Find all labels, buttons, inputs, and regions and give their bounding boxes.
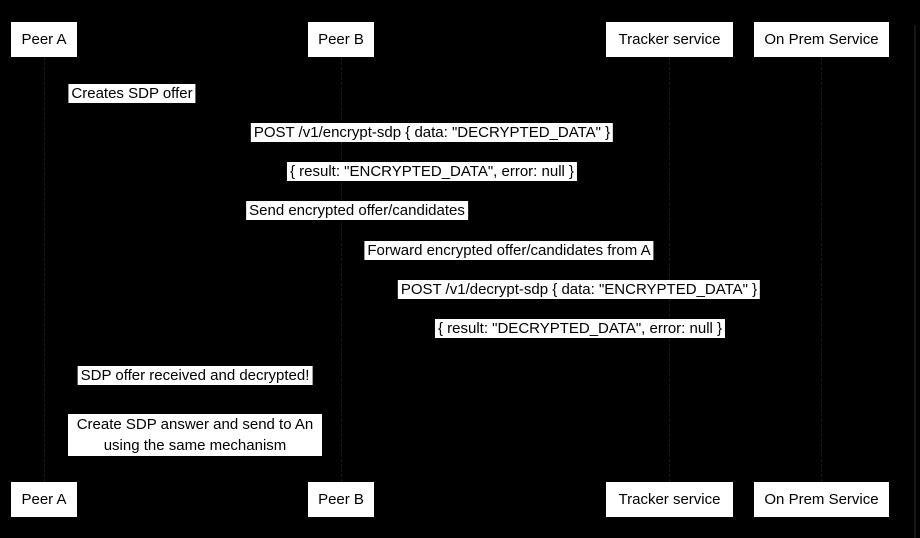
participant-peer-b-top: Peer B (308, 22, 374, 57)
message-send-encrypted-offer: Send encrypted offer/candidates (246, 201, 468, 220)
lifeline-peer-a (44, 57, 45, 482)
participant-on-prem-service-top: On Prem Service (754, 22, 889, 57)
lifeline-tracker-service (669, 57, 670, 482)
message-sdp-offer-received: SDP offer received and decrypted! (77, 366, 313, 385)
message-post-decrypt-sdp: POST /v1/decrypt-sdp { data: "ENCRYPTED_… (397, 280, 761, 299)
message-decrypt-result: { result: "DECRYPTED_DATA", error: null … (434, 319, 726, 338)
lifeline-on-prem-service (821, 57, 822, 482)
participant-tracker-service-top: Tracker service (606, 22, 733, 57)
message-post-encrypt-sdp: POST /v1/encrypt-sdp { data: "DECRYPTED_… (250, 123, 614, 142)
participant-peer-a-bottom: Peer A (11, 482, 77, 517)
participant-peer-b-bottom: Peer B (308, 482, 374, 517)
message-encrypt-result: { result: "ENCRYPTED_DATA", error: null … (286, 162, 578, 181)
note-create-sdp-answer: Create SDP answer and send to An using t… (68, 414, 322, 456)
message-creates-sdp-offer: Creates SDP offer (68, 84, 196, 103)
note-line-1: Create SDP answer and send to An (76, 416, 314, 433)
participant-on-prem-service-bottom: On Prem Service (754, 482, 889, 517)
note-line-2: using the same mechanism (103, 437, 287, 454)
right-edge-line (914, 25, 916, 538)
participant-peer-a-top: Peer A (11, 22, 77, 57)
message-forward-encrypted-offer: Forward encrypted offer/candidates from … (364, 241, 654, 260)
lifeline-peer-b (341, 57, 342, 482)
participant-tracker-service-bottom: Tracker service (606, 482, 733, 517)
